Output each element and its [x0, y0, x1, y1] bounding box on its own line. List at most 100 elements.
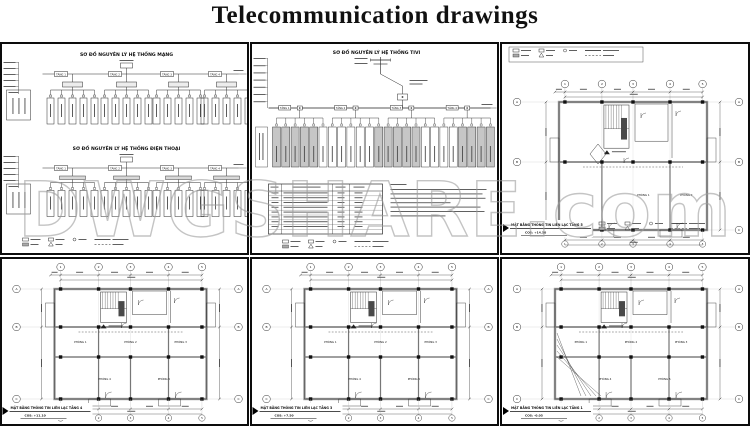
svg-text:B: B — [15, 325, 17, 329]
svg-text:TẦNG 1: TẦNG 1 — [280, 105, 290, 110]
svg-text:PHÒNG 5: PHÒNG 5 — [658, 376, 671, 381]
svg-text:SƠ ĐỒ NGUYÊN LÝ HỆ THỐNG MẠNG: SƠ ĐỒ NGUYÊN LÝ HỆ THỐNG MẠNG — [80, 49, 173, 58]
svg-text:TẦNG 3: TẦNG 3 — [392, 105, 402, 110]
svg-text:C: C — [487, 397, 489, 401]
svg-text:SƠ ĐỒ NGUYÊN LÝ HỆ THỐNG TIVI: SƠ ĐỒ NGUYÊN LÝ HỆ THỐNG TIVI — [333, 47, 421, 56]
svg-text:2: 2 — [348, 265, 350, 269]
svg-text:3: 3 — [380, 265, 382, 269]
svg-text:A: A — [237, 287, 240, 291]
svg-text:MẶT BẰNG THÔNG TIN LIÊN LẠC TẦ: MẶT BẰNG THÔNG TIN LIÊN LẠC TẦNG 3 — [261, 405, 333, 410]
svg-text:PHÒNG 3: PHÒNG 3 — [174, 339, 187, 344]
svg-text:1: 1 — [564, 242, 566, 246]
svg-text:PHÒNG 2: PHÒNG 2 — [374, 339, 387, 344]
svg-text:2: 2 — [98, 416, 100, 420]
svg-text:TẦNG 2: TẦNG 2 — [336, 105, 346, 110]
svg-text:5: 5 — [201, 416, 203, 420]
svg-text:SƠ ĐỒ NGUYÊN LÝ HỆ THỐNG ĐIỆN: SƠ ĐỒ NGUYÊN LÝ HỆ THỐNG ĐIỆN THOẠI — [73, 143, 181, 152]
svg-text:B: B — [237, 325, 239, 329]
svg-text:A: A — [265, 287, 268, 291]
network-phone-schematic-drawing: SƠ ĐỒ NGUYÊN LÝ HỆ THỐNG MẠNG TẦNG 1 TẦNG … — [3, 49, 247, 247]
svg-text:TẦNG 4: TẦNG 4 — [210, 71, 220, 76]
svg-text:4: 4 — [418, 416, 420, 420]
svg-text:3: 3 — [630, 265, 632, 269]
svg-text:4: 4 — [168, 265, 170, 269]
svg-text:3: 3 — [632, 242, 634, 246]
svg-text:4: 4 — [669, 82, 671, 86]
svg-text:3: 3 — [130, 416, 132, 420]
svg-text:MẶT BẰNG THÔNG TIN LIÊN LẠC TẦ: MẶT BẰNG THÔNG TIN LIÊN LẠC TẦNG 4 — [11, 405, 83, 410]
svg-text:C: C — [738, 228, 740, 232]
svg-text:PHÒNG 4: PHÒNG 4 — [98, 376, 111, 381]
svg-text:PHÒNG 2: PHÒNG 2 — [124, 339, 137, 344]
panel-schematic-tv: SƠ ĐỒ NGUYÊN LÝ HỆ THỐNG TIVI TẦNG 1 TẦNG … — [250, 42, 499, 255]
svg-text:4: 4 — [668, 265, 670, 269]
svg-text:MẶT BẰNG THÔNG TIN LIÊN LẠC TẦ: MẶT BẰNG THÔNG TIN LIÊN LẠC TẦNG 5 — [511, 222, 583, 227]
svg-text:C: C — [738, 397, 740, 401]
svg-text:A: A — [738, 100, 741, 104]
svg-text:MẶT BẰNG THÔNG TIN LIÊN LẠC TẦ: MẶT BẰNG THÔNG TIN LIÊN LẠC TẦNG 1 — [511, 405, 583, 410]
svg-text:C: C — [265, 397, 267, 401]
svg-text:TẦNG 4: TẦNG 4 — [210, 165, 220, 170]
svg-text:PHÒNG 1: PHÒNG 1 — [74, 339, 87, 344]
svg-text:2: 2 — [601, 242, 603, 246]
svg-text:2: 2 — [98, 265, 100, 269]
svg-text:TẦNG 4: TẦNG 4 — [447, 105, 457, 110]
svg-text:COS: -0.05: COS: -0.05 — [525, 414, 543, 418]
svg-text:COS: +7.50: COS: +7.50 — [275, 414, 294, 418]
svg-text:B: B — [265, 325, 267, 329]
svg-text:1: 1 — [564, 82, 566, 86]
svg-text:PHÒNG 5: PHÒNG 5 — [408, 376, 421, 381]
svg-text:PHÒNG 5: PHÒNG 5 — [158, 376, 171, 381]
svg-text:PHÒNG 1: PHÒNG 1 — [324, 339, 337, 344]
svg-text:PHÒNG 4: PHÒNG 4 — [599, 376, 612, 381]
svg-text:5: 5 — [702, 82, 704, 86]
svg-text:5: 5 — [702, 242, 704, 246]
svg-text:A: A — [738, 287, 741, 291]
svg-text:TẦNG 2: TẦNG 2 — [110, 71, 120, 76]
svg-text:4: 4 — [168, 416, 170, 420]
svg-text:COS: +11.10: COS: +11.10 — [25, 414, 46, 418]
svg-text:2: 2 — [601, 82, 603, 86]
svg-text:B: B — [516, 160, 518, 164]
svg-text:5: 5 — [702, 416, 704, 420]
svg-text:3: 3 — [380, 416, 382, 420]
svg-text:C: C — [237, 397, 239, 401]
svg-text:B: B — [516, 325, 518, 329]
svg-text:5: 5 — [451, 416, 453, 420]
svg-text:A: A — [487, 287, 490, 291]
svg-text:5: 5 — [451, 265, 453, 269]
svg-text:1: 1 — [60, 265, 62, 269]
svg-text:PHÒNG 3: PHÒNG 3 — [424, 339, 437, 344]
svg-text:1: 1 — [560, 265, 562, 269]
svg-text:4: 4 — [669, 242, 671, 246]
svg-text:A: A — [15, 287, 18, 291]
svg-text:PHÒNG 3: PHÒNG 3 — [675, 339, 688, 344]
svg-text:B: B — [738, 160, 740, 164]
svg-text:C: C — [15, 397, 17, 401]
floor-plan-4-drawing: 1 2 3 4 5 A A B B C C PHÒNG 1 PHÒNG 2 PHÒNG 3 PHÒNG 4 P… — [2, 262, 243, 422]
svg-text:4: 4 — [668, 416, 670, 420]
svg-text:2: 2 — [598, 416, 600, 420]
svg-text:COS: +14.50: COS: +14.50 — [525, 231, 546, 235]
svg-text:TẦNG 1: TẦNG 1 — [56, 71, 66, 76]
svg-text:A: A — [516, 100, 519, 104]
svg-text:3: 3 — [630, 416, 632, 420]
svg-text:3: 3 — [632, 82, 634, 86]
svg-text:4: 4 — [418, 265, 420, 269]
svg-text:PHÒNG 1: PHÒNG 1 — [575, 339, 588, 344]
svg-text:2: 2 — [348, 416, 350, 420]
tv-schematic-drawing: SƠ ĐỒ NGUYÊN LÝ HỆ THỐNG TIVI TẦNG 1 TẦNG … — [253, 47, 497, 249]
svg-text:PHÒNG 4: PHÒNG 4 — [348, 376, 361, 381]
svg-text:TẦNG 2: TẦNG 2 — [110, 165, 120, 170]
svg-text:TẦNG 1: TẦNG 1 — [56, 165, 66, 170]
panel-schematic-network-phone: SƠ ĐỒ NGUYÊN LÝ HỆ THỐNG MẠNG TẦNG 1 TẦNG … — [0, 42, 249, 255]
svg-text:PHÒNG 2: PHÒNG 2 — [625, 339, 638, 344]
svg-text:B: B — [738, 325, 740, 329]
